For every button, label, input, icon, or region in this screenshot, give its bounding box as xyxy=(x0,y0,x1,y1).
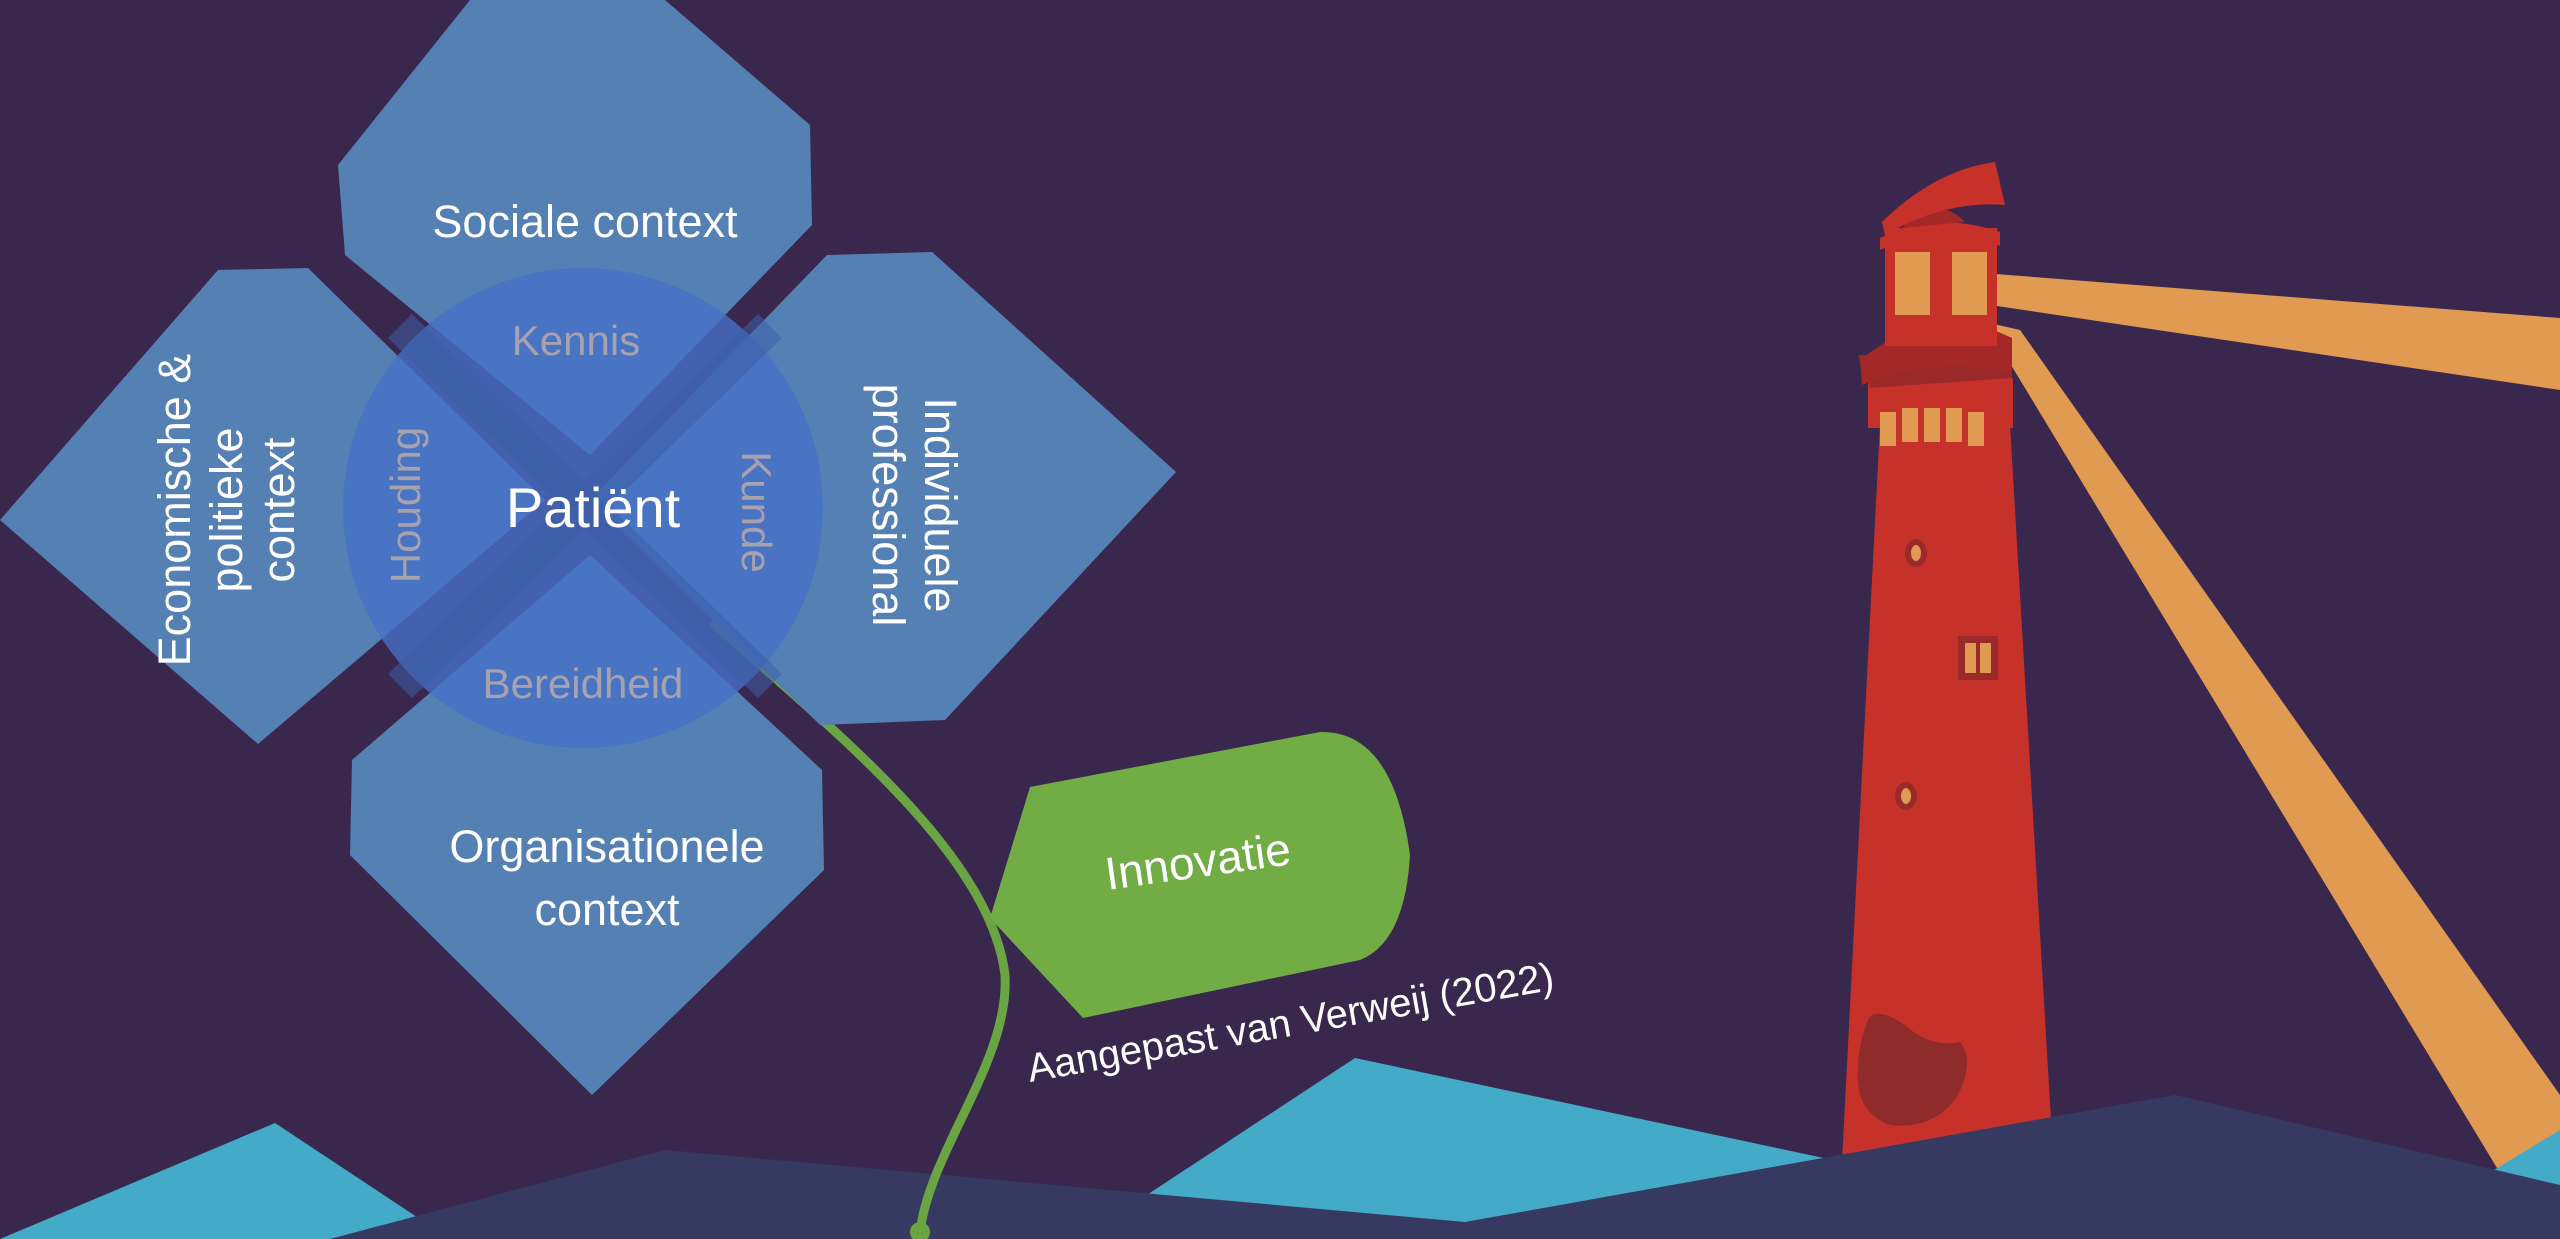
innovatie-tag xyxy=(990,731,1410,1018)
inner-label-kunde-group: Kunde xyxy=(733,451,780,572)
center-label-patient: Patiënt xyxy=(506,476,681,539)
petal-label-right-line-2: professional xyxy=(863,384,914,627)
wave-left xyxy=(0,1123,450,1239)
stem-end xyxy=(910,1222,930,1239)
light-beam-lower xyxy=(1985,322,2560,1239)
wave-dark xyxy=(330,1095,2560,1239)
petal-label-left: Economische & politieke context xyxy=(149,354,304,667)
petal-overlap-diagonal-2 xyxy=(388,313,782,699)
petal-label-right-line-1: Individuele xyxy=(915,397,966,612)
petal-label-right: Individuele professional xyxy=(863,384,966,627)
inner-label-houding-group: Houding xyxy=(382,427,429,583)
inner-label-kennis: Kennis xyxy=(512,317,640,364)
petal-label-left-line-1: Economische & xyxy=(149,354,200,667)
petal-label-left-line-2: politieke xyxy=(201,427,252,592)
petal-label-top: Sociale context xyxy=(432,196,738,247)
petal-label-left-line-3: context xyxy=(253,437,304,583)
inner-label-houding: Houding xyxy=(382,427,429,583)
lighthouse-icon xyxy=(1838,162,2058,1239)
inner-label-kunde: Kunde xyxy=(733,451,780,572)
petal-label-bottom-line-1: Organisationele xyxy=(449,821,764,872)
inner-label-bereidheid: Bereidheid xyxy=(483,660,684,707)
light-beam-upper xyxy=(1970,272,2560,390)
petal-label-bottom-line-2: context xyxy=(534,884,680,935)
